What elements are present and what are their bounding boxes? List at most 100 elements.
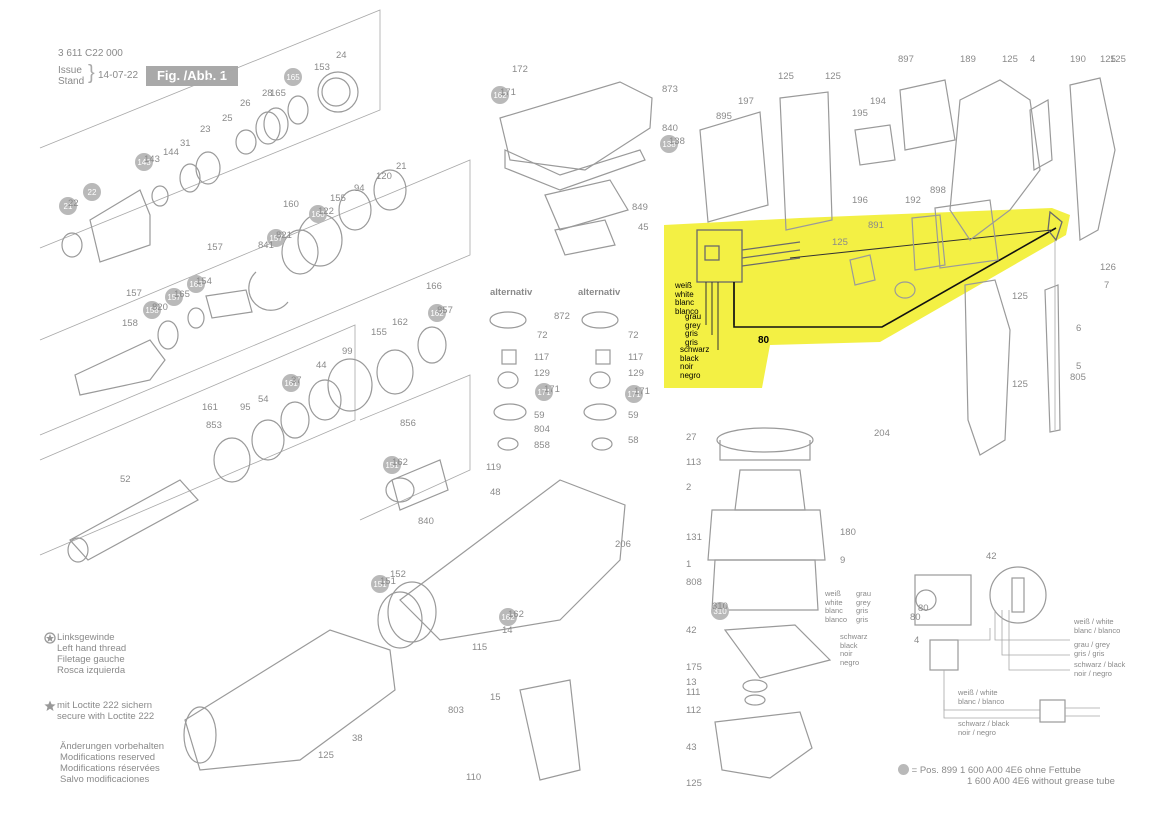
part-number-label: 190 bbox=[1070, 54, 1086, 65]
grease-circle-number: 21 bbox=[64, 202, 73, 211]
part-number-label: 59 bbox=[628, 410, 639, 421]
grease-circle-number: 151 bbox=[373, 580, 387, 589]
part-number-label: 129 bbox=[534, 368, 550, 379]
part-number-label: 157 bbox=[207, 242, 223, 253]
part-number-label: 858 bbox=[534, 440, 550, 451]
part-number-label: 125 bbox=[832, 237, 848, 248]
part-number-label: 117 bbox=[628, 352, 643, 363]
part-number-label: 154 bbox=[196, 276, 212, 287]
part-number-label: 80 bbox=[918, 603, 929, 614]
part-number-label: 125 bbox=[1110, 54, 1126, 65]
handle-assembly bbox=[699, 77, 1116, 456]
wire-white-en: white bbox=[675, 289, 694, 299]
schem-part-4: 4 bbox=[914, 635, 920, 646]
grease-circle bbox=[59, 197, 77, 215]
wire-white-es: blanco bbox=[675, 306, 699, 316]
grease-note-line1: = Pos. 899 1 600 A00 4E6 ohne Fettube bbox=[911, 765, 1081, 776]
part-number-label: 125 bbox=[778, 71, 794, 82]
grease-circle-number: 165 bbox=[286, 73, 300, 82]
wiring-schematic bbox=[914, 566, 1100, 723]
part-number-label: 1 bbox=[686, 559, 691, 570]
grease-circle bbox=[284, 68, 302, 86]
schem-part-42: 42 bbox=[986, 551, 997, 562]
part-number-label: 27 bbox=[686, 432, 697, 443]
part-number-label: 28 bbox=[262, 88, 273, 99]
grease-circle bbox=[711, 602, 729, 620]
grease-circle bbox=[499, 608, 517, 626]
part-number-label: 72 bbox=[537, 330, 548, 341]
highlight-area bbox=[664, 208, 1070, 388]
part-number-label: 808 bbox=[686, 577, 702, 588]
wire-black-es: negro bbox=[680, 370, 701, 380]
part-number-label: 180 bbox=[840, 527, 856, 538]
part-number-label: 54 bbox=[258, 394, 269, 405]
doc-number: 3 611 C22 000 bbox=[58, 48, 123, 59]
mw-grey-fr: gris bbox=[856, 606, 869, 615]
wire-grey-es: gris bbox=[685, 337, 698, 347]
part-number-label: 144 bbox=[163, 147, 179, 158]
part-number-label: 126 bbox=[1100, 262, 1116, 273]
part-number-label: 849 bbox=[632, 202, 648, 213]
part-number-label: 48 bbox=[490, 487, 501, 498]
part-number-label: 155 bbox=[330, 193, 346, 204]
part-number-label: 805 bbox=[1070, 372, 1086, 383]
lht-fr: Filetage gauche bbox=[57, 654, 125, 665]
part-number-label: 120 bbox=[376, 171, 392, 182]
grease-circle bbox=[83, 183, 101, 201]
part-number-label: 22 bbox=[68, 198, 79, 209]
part-number-label: 898 bbox=[930, 185, 946, 196]
grease-note: = Pos. 899 1 600 A00 4E6 ohne Fettube 1 … bbox=[898, 764, 1115, 787]
part-number-label: 175 bbox=[686, 662, 702, 673]
part-number-label: 2 bbox=[686, 482, 691, 493]
part-number-label: 5 bbox=[1076, 361, 1081, 372]
part-number-label: 72 bbox=[628, 330, 639, 341]
wire-grey-fr: gris bbox=[685, 329, 698, 338]
wire-grey-labels: grau grey gris gris bbox=[685, 312, 701, 347]
part-number-label: 841 bbox=[258, 240, 274, 251]
grease-circle-number: 22 bbox=[88, 188, 97, 197]
part-number-label: 161 bbox=[202, 402, 218, 413]
part-number-label: 113 bbox=[686, 457, 701, 468]
alternativ-left: alternativ bbox=[490, 287, 533, 298]
part-number-label: 125 bbox=[1002, 54, 1018, 65]
part-number-label: 110 bbox=[466, 772, 481, 783]
schem-grey: grau / grey gris / gris bbox=[1074, 640, 1110, 658]
alternativ-right: alternativ bbox=[578, 287, 621, 298]
grease-circle-number: 162 bbox=[430, 309, 444, 318]
loctite-de: mit Loctite 222 sichern bbox=[57, 700, 153, 711]
part-number-label: 58 bbox=[628, 435, 639, 446]
part-number-label: 122 bbox=[318, 206, 334, 217]
left-hand-thread-icon bbox=[44, 632, 56, 644]
part-number-label: 42 bbox=[686, 625, 697, 636]
part-number-label: 206 bbox=[615, 539, 631, 550]
wire-white-fr: blanc bbox=[675, 298, 695, 307]
part-number-label: 204 bbox=[874, 428, 890, 439]
schem-black-lower: schwarz / black noir / negro bbox=[958, 719, 1010, 737]
part-number-label: 160 bbox=[283, 199, 299, 210]
part-number-label: 196 bbox=[852, 195, 868, 206]
modifications-legend: Änderungen vorbehalten Modifications res… bbox=[60, 741, 164, 785]
loctite-legend: mit Loctite 222 sichern secure with Loct… bbox=[44, 700, 154, 722]
part-number-label: 821 bbox=[276, 230, 292, 241]
part-number-label: 873 bbox=[662, 84, 678, 95]
part-number-label: 43 bbox=[686, 742, 697, 753]
brace: } bbox=[88, 62, 95, 84]
part-number-label: 13 bbox=[686, 677, 697, 688]
part-number-label: 95 bbox=[240, 402, 251, 413]
part-number-label: 59 bbox=[534, 410, 545, 421]
part-number-label: 162 bbox=[508, 609, 524, 620]
wire-grey-en: grey bbox=[685, 320, 701, 330]
part-number-label: 897 bbox=[898, 54, 914, 65]
part-number-label: 155 bbox=[371, 327, 387, 338]
grease-circle-number: 143 bbox=[137, 158, 151, 167]
part-number-label: 125 bbox=[825, 71, 841, 82]
grease-circle-number: 162 bbox=[493, 91, 507, 100]
part-number-label: 171 bbox=[500, 87, 516, 98]
part-number-label: 195 bbox=[852, 108, 868, 119]
grease-circle-number: 138 bbox=[662, 140, 676, 149]
grease-circle bbox=[165, 288, 183, 306]
part-number-label: 857 bbox=[437, 305, 453, 316]
mw-black-fr: noir bbox=[840, 649, 853, 658]
part-number-label: 171 bbox=[634, 386, 650, 397]
